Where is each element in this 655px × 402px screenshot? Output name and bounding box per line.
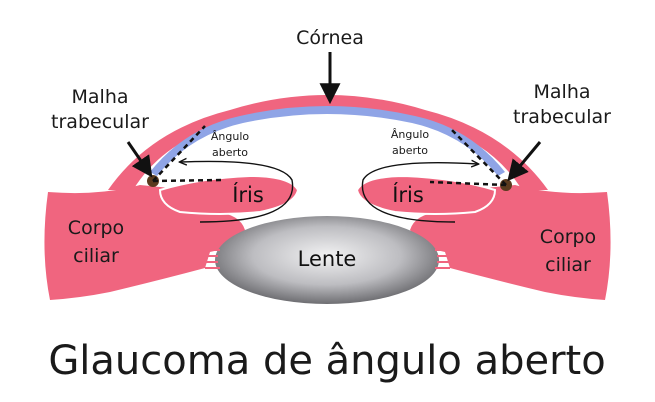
trabecular-right-label-line2: trabecular xyxy=(513,106,611,128)
iris-right-label: Íris xyxy=(392,182,424,207)
trabecular-pointer-arrow-left xyxy=(126,141,153,178)
lens xyxy=(215,216,439,304)
angle-right-label-line2: aberto xyxy=(392,144,428,157)
flow-arrow-right xyxy=(361,163,478,223)
ciliary-left-label-line1: Corpo xyxy=(68,217,124,239)
angle-left-label-line1: Ângulo xyxy=(211,130,250,143)
diagram-title: Glaucoma de ângulo aberto xyxy=(48,338,605,384)
zonule-fibers-left xyxy=(205,249,220,269)
angle-left-label-line2: aberto xyxy=(212,146,248,159)
cornea xyxy=(108,95,548,190)
iris-left xyxy=(158,174,300,215)
trabecular-left-label-line1: Malha xyxy=(72,86,129,108)
trabecular-right-label-line1: Malha xyxy=(534,81,591,103)
zonule-fibers-right xyxy=(435,249,450,269)
ciliary-right-label-line2: ciliar xyxy=(545,254,591,276)
iris-right xyxy=(355,174,497,215)
cornea-label: Córnea xyxy=(296,27,364,49)
ciliary-left-label-line2: ciliar xyxy=(73,245,119,267)
lens-label: Lente xyxy=(298,247,357,271)
angle-right-label-line1: Ângulo xyxy=(391,128,430,141)
open-angle-dashed-right xyxy=(429,127,507,187)
cornea-inner-band xyxy=(150,106,505,176)
ciliary-right-label-line1: Corpo xyxy=(540,226,596,248)
open-angle-dashed-left xyxy=(152,125,226,183)
trabecular-pointer-arrow-right xyxy=(507,141,542,182)
iris-left-label: Íris xyxy=(232,182,264,207)
flow-arrow-left xyxy=(180,161,294,223)
trabecular-left-label-line2: trabecular xyxy=(51,111,149,133)
